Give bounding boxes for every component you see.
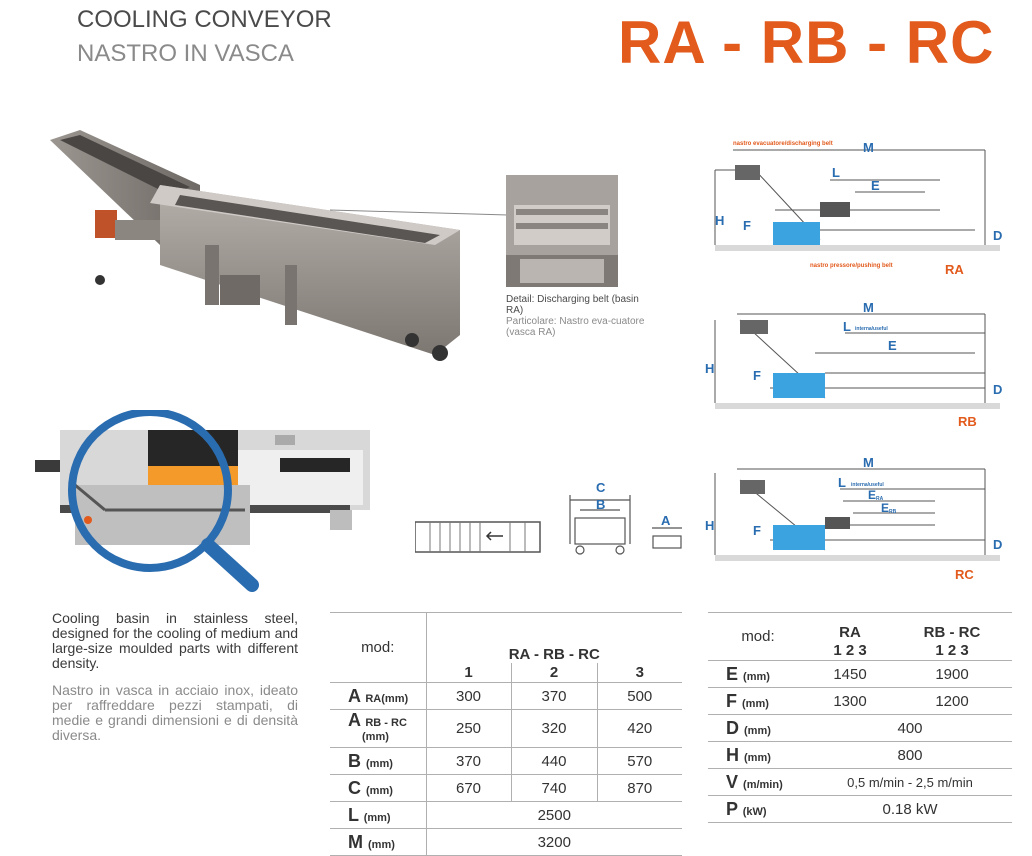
row-b-v1: 370 <box>425 747 511 775</box>
rc-e-ra-label: E <box>868 488 876 502</box>
row-a-ra-v2: 370 <box>510 682 597 710</box>
rc-l-label: L <box>838 475 846 490</box>
row-f-ra: 1300 <box>808 687 892 715</box>
ra-model-label: RA <box>945 262 964 277</box>
rb-l-note: interna/useful <box>855 326 888 332</box>
rb-f-label: F <box>753 368 761 383</box>
row-a-rbrc-v3: 420 <box>596 709 682 748</box>
row-a-rbrc-label: A RB - RC(mm) <box>330 709 426 748</box>
ra-discharging-label: nastro evacuatore/discharging belt <box>733 141 833 147</box>
row-e-rbrc: 1900 <box>892 660 1012 688</box>
title-en: COOLING CONVEYOR <box>77 6 332 33</box>
row-a-rbrc-v2: 320 <box>510 709 597 748</box>
row-d-label: D (mm) <box>708 714 808 742</box>
row-v-value: 0,5 m/min - 2,5 m/min <box>808 768 1012 796</box>
diagram-rc: H F M L interna/useful E RA E RB D RC <box>705 455 1002 582</box>
row-e-ra: 1450 <box>808 660 892 688</box>
description: Cooling basin in stainless steel, design… <box>52 611 298 743</box>
diagram-rb: H F M L interna/useful E D RB <box>705 300 1002 429</box>
row-c-label: C (mm) <box>330 774 426 802</box>
dim-label-a: A <box>661 513 671 528</box>
diagram-ra: H F M L E D nastro evacuatore/dischargin… <box>714 140 1002 277</box>
detail-caption: Detail: Discharging belt (basin RA) Part… <box>506 294 646 338</box>
row-c-v3: 870 <box>596 774 682 802</box>
ra-m-label: M <box>863 140 874 155</box>
row-m-value: 3200 <box>425 828 682 856</box>
rc-l-note: interna/useful <box>851 482 884 488</box>
spec-table-left: mod: RA - RB - RC 1 2 3 A RA(mm) 300 370… <box>330 612 682 856</box>
detail-caption-it: Particolare: Nastro eva-cuatore (vasca R… <box>506 316 645 338</box>
row-h-value: 800 <box>808 741 1012 769</box>
left-size-3: 3 <box>596 662 682 683</box>
row-b-label: B (mm) <box>330 747 426 775</box>
right-mod-label: mod: <box>708 612 808 661</box>
row-f-rbrc: 1200 <box>892 687 1012 715</box>
model-code: RA - RB - RC <box>618 9 995 76</box>
ra-l-label: L <box>832 165 840 180</box>
row-b-v2: 440 <box>510 747 597 775</box>
detail-pointer-line <box>330 209 509 216</box>
rc-e-rb-sub: RB <box>889 509 897 515</box>
row-v-label: V (m/min) <box>708 768 808 796</box>
section-drawings: C B A <box>415 480 682 555</box>
detail-photo <box>506 175 618 287</box>
row-a-ra-label: A RA(mm) <box>330 682 426 710</box>
title-it: NASTRO IN VASCA <box>77 40 294 67</box>
machine-photo <box>50 130 460 361</box>
row-d-value: 400 <box>808 714 1012 742</box>
description-it: Nastro in vasca in acciaio inox, ideato … <box>52 682 298 743</box>
row-c-v2: 740 <box>510 774 597 802</box>
row-b-v3: 570 <box>596 747 682 775</box>
spec-table-right: mod: RA RB - RC 1 2 3 1 2 3 E (mm) 1450 … <box>708 612 1012 823</box>
row-a-ra-v1: 300 <box>425 682 511 710</box>
detail-caption-en: Detail: Discharging belt (basin RA) <box>506 294 639 316</box>
rc-f-label: F <box>753 523 761 538</box>
ra-pushing-label: nastro pressore/pushing belt <box>810 263 893 269</box>
row-m-label: M (mm) <box>330 828 426 856</box>
row-c-v1: 670 <box>425 774 511 802</box>
rc-model-label: RC <box>955 567 974 582</box>
left-model-header: RA - RB - RC <box>425 612 682 663</box>
magnifier-illustration <box>35 410 370 592</box>
rc-h-label: H <box>705 518 714 533</box>
rc-e-ra-sub: RA <box>876 496 884 502</box>
dim-label-b: B <box>596 497 605 512</box>
left-size-1: 1 <box>425 662 511 683</box>
left-size-2: 2 <box>510 662 597 683</box>
rb-m-label: M <box>863 300 874 315</box>
ra-d-label: D <box>993 228 1002 243</box>
row-a-rbrc-v1: 250 <box>425 709 511 748</box>
description-en: Cooling basin in stainless steel, design… <box>52 610 298 671</box>
rb-d-label: D <box>993 382 1002 397</box>
rb-l-label: L <box>843 319 851 334</box>
right-model-b: RB - RC <box>892 612 1012 641</box>
rb-e-label: E <box>888 338 897 353</box>
rb-h-label: H <box>705 361 714 376</box>
ra-f-label: F <box>743 218 751 233</box>
rc-d-label: D <box>993 537 1002 552</box>
row-e-label: E (mm) <box>708 660 808 688</box>
right-model-a: RA <box>808 612 892 641</box>
row-l-value: 2500 <box>425 801 682 829</box>
left-mod-label: mod: <box>330 612 426 683</box>
row-f-label: F (mm) <box>708 687 808 715</box>
row-a-ra-v3: 500 <box>596 682 682 710</box>
row-h-label: H (mm) <box>708 741 808 769</box>
right-sizes-a: 1 2 3 <box>808 640 892 661</box>
row-p-label: P (kW) <box>708 795 808 823</box>
ra-e-label: E <box>871 178 880 193</box>
rb-model-label: RB <box>958 414 977 429</box>
rc-m-label: M <box>863 455 874 470</box>
right-sizes-b: 1 2 3 <box>892 640 1012 661</box>
row-p-value: 0.18 kW <box>808 795 1012 823</box>
ra-h-label: H <box>715 213 724 228</box>
dim-label-c: C <box>596 480 606 495</box>
row-l-label: L (mm) <box>330 801 426 829</box>
rc-e-rb-label: E <box>881 501 889 515</box>
